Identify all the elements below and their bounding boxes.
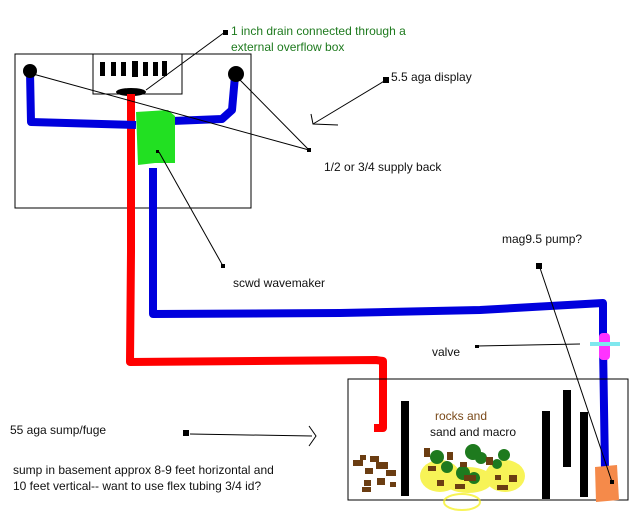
rock [365, 468, 373, 474]
marker-drain [223, 30, 228, 35]
marker-pump [536, 263, 542, 269]
overflow-teeth [100, 61, 167, 77]
leader-wavemaker [158, 151, 224, 267]
label-pump: mag9.5 pump? [502, 232, 583, 246]
return-right-arm [171, 75, 239, 125]
leader-display [312, 79, 387, 125]
label-drain-line1: 1 inch drain connected through a [231, 24, 406, 38]
macro-clump [430, 450, 444, 464]
rock [495, 475, 501, 480]
label-wavemaker: scwd wavemaker [233, 276, 326, 290]
label-note-line2: 10 feet vertical-- want to use flex tubi… [13, 479, 262, 493]
overflow-tooth [153, 62, 158, 76]
macro-clump [498, 449, 510, 461]
rock [370, 456, 379, 462]
sand-patch [443, 493, 481, 511]
rock [455, 484, 465, 489]
overflow-tooth [121, 62, 126, 76]
leader-sump [189, 433, 313, 437]
leader-pump [538, 264, 613, 483]
rock [362, 487, 371, 492]
marker-valve [475, 345, 479, 348]
label-note-line1: sump in basement approx 8-9 feet horizon… [13, 463, 274, 477]
label-display: 5.5 aga display [391, 70, 472, 84]
rocks-left [353, 455, 396, 492]
rock [386, 470, 396, 476]
left-nozzle [23, 64, 37, 78]
overflow-tooth [100, 62, 105, 76]
valve-body [599, 333, 610, 360]
sump-baffles [401, 390, 588, 499]
leader-valve [476, 343, 581, 347]
rock [447, 452, 453, 460]
label-sand-and-macro: sand and macro [430, 425, 517, 439]
wavemaker [136, 110, 175, 165]
baffle [580, 412, 588, 497]
rock [377, 478, 385, 485]
return-left-arm [26, 71, 137, 129]
arrowhead-sump [308, 425, 317, 447]
baffle [401, 401, 409, 496]
label-valve: valve [432, 345, 461, 359]
rock [424, 448, 430, 457]
rock [464, 475, 476, 481]
marker-wavemaker [156, 150, 159, 153]
overflow-tooth [143, 62, 148, 76]
overflow-tooth [132, 61, 138, 77]
rock [364, 480, 371, 486]
rock [486, 457, 493, 465]
rock [360, 455, 366, 460]
leader-supply-left [32, 73, 310, 151]
drain-hole [116, 88, 146, 96]
rock [376, 462, 388, 469]
rock [428, 466, 436, 471]
macro-clump [492, 459, 502, 469]
macro-clump [475, 452, 487, 464]
rock [390, 482, 396, 487]
label-drain-line2: external overflow box [231, 40, 345, 54]
marker-display [383, 77, 389, 83]
leader-lines [32, 31, 613, 483]
rock [460, 462, 467, 467]
pump [595, 465, 619, 502]
rock [437, 480, 444, 486]
leader-markers [156, 30, 542, 436]
overflow-tooth [111, 62, 116, 76]
right-nozzle [228, 66, 244, 82]
label-rocks-and: rocks and [435, 409, 488, 423]
sump-tank [347, 378, 629, 501]
leader-supply-right [239, 79, 310, 151]
label-sump: 55 aga sump/fuge [10, 423, 107, 437]
macro-clump [441, 461, 453, 473]
leader-drain [145, 31, 226, 91]
drain-pipe [126, 94, 387, 432]
marker-wavemaker-end [221, 264, 225, 268]
valve-handle [590, 342, 620, 346]
marker-sump [183, 430, 189, 436]
label-supply-back: 1/2 or 3/4 supply back [324, 160, 442, 174]
baffle [542, 411, 550, 499]
marker-supply [307, 148, 311, 152]
arrowhead-display [310, 113, 339, 126]
overflow-tooth [162, 61, 167, 76]
baffle [563, 390, 571, 467]
rock [509, 475, 517, 482]
rocks-middle [424, 448, 517, 490]
rock [353, 460, 363, 466]
rock [497, 485, 508, 490]
